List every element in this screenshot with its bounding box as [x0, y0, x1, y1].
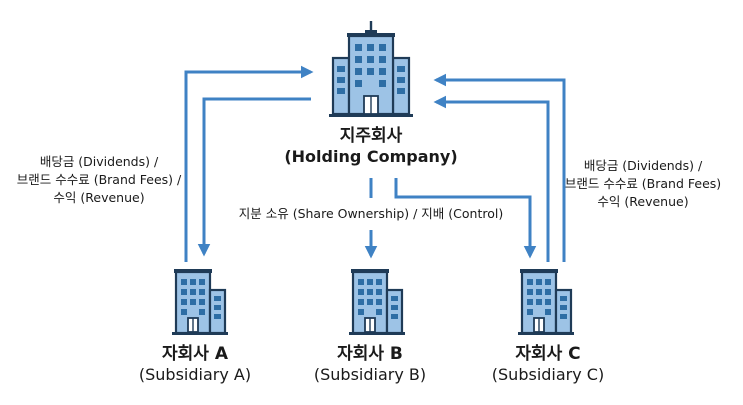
- right-upflow-line3: 수익 (Revenue): [597, 194, 689, 210]
- sub-a-building-icon: [170, 267, 230, 337]
- arrow-holding-to-sub-a: [197, 97, 311, 257]
- holding-subtitle: (Holding Company): [284, 147, 458, 167]
- sub-c-building-icon: [516, 267, 576, 337]
- left-upflow-line1: 배당금 (Dividends) /: [39, 154, 159, 169]
- holding-label: 지주회사 (Holding Company): [271, 126, 471, 167]
- control-text: 지분 소유 (Share Ownership) / 지배 (Control): [238, 206, 504, 221]
- left-upflow-line3: 수익 (Revenue): [53, 190, 145, 206]
- control-label: 지분 소유 (Share Ownership) / 지배 (Control): [216, 205, 526, 224]
- sub-b-label: 자회사 B (Subsidiary B): [295, 344, 445, 385]
- arrow-sub-c-to-holding-2: [433, 95, 550, 262]
- left-upflow-line2: 브랜드 수수료 (Brand Fees) /: [16, 172, 182, 188]
- sub-c-subtitle: (Subsidiary C): [491, 365, 605, 385]
- arrow-holding-to-sub-c: [394, 178, 537, 259]
- sub-b-building-icon: [347, 267, 407, 337]
- sub-a-label: 자회사 A (Subsidiary A): [120, 344, 270, 385]
- holding-building-icon: [327, 19, 415, 119]
- sub-b-title: 자회사 B: [337, 344, 403, 364]
- sub-a-title: 자회사 A: [162, 344, 228, 364]
- sub-c-title: 자회사 C: [515, 344, 581, 364]
- holding-title: 지주회사: [339, 126, 403, 146]
- right-upflow-label: 배당금 (Dividends) / 브랜드 수수료 (Brand Fees) 수…: [558, 157, 728, 211]
- right-upflow-line2: 브랜드 수수료 (Brand Fees): [564, 176, 722, 192]
- arrow-sub-a-to-holding: [184, 65, 314, 262]
- sub-b-subtitle: (Subsidiary B): [313, 365, 427, 385]
- sub-c-label: 자회사 C (Subsidiary C): [473, 344, 623, 385]
- right-upflow-line1: 배당금 (Dividends) /: [583, 158, 703, 173]
- left-upflow-label: 배당금 (Dividends) / 브랜드 수수료 (Brand Fees) /…: [14, 153, 184, 207]
- sub-a-subtitle: (Subsidiary A): [138, 365, 252, 385]
- arrow-sub-c-to-holding: [433, 73, 566, 262]
